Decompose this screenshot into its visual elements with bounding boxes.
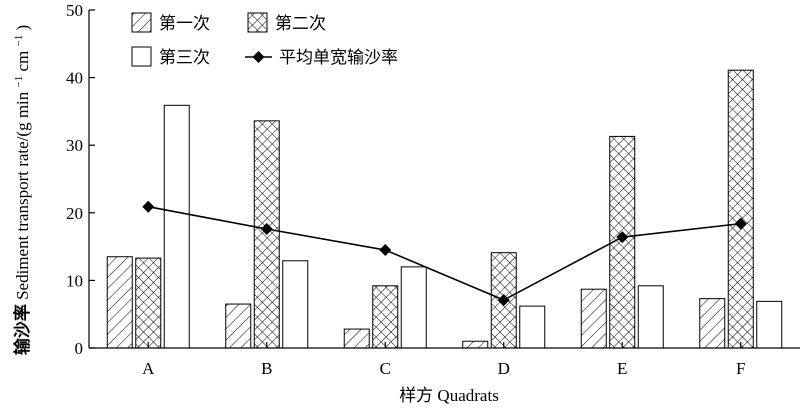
- average-point-B: [260, 223, 273, 236]
- legend-label-average-line: 平均单宽输沙率: [279, 48, 398, 68]
- bar-series-1-E: [580, 288, 607, 349]
- x-tick-label-A: A: [142, 359, 155, 378]
- x-tick-label-E: E: [617, 359, 627, 378]
- y-tick-label: 20: [66, 204, 83, 223]
- legend-diamond-marker: [252, 51, 265, 63]
- legend-swatch-series-2: [247, 12, 268, 33]
- legend-label-series-3: 第三次: [159, 48, 210, 68]
- bar-series-3-B: [282, 260, 309, 349]
- average-point-F: [734, 217, 747, 230]
- legend-label-series-2: 第二次: [275, 14, 326, 34]
- average-point-D: [497, 294, 510, 307]
- bar-series-3-D: [519, 305, 546, 349]
- bar-series-3-E: [637, 285, 664, 349]
- bar-series-3-A: [163, 104, 190, 349]
- bar-series-1-B: [225, 303, 252, 349]
- y-tick-label: 30: [66, 136, 83, 155]
- x-axis-label: 样方 Quadrats: [399, 386, 499, 405]
- legend-swatch-series-1: [131, 12, 152, 33]
- x-tick-label-D: D: [498, 359, 510, 378]
- bar-series-1-F: [699, 298, 726, 349]
- bar-series-3-C: [400, 266, 427, 349]
- y-tick-label: 40: [66, 69, 83, 88]
- average-line-group: [142, 200, 747, 307]
- y-axis-label: 输沙率 Sediment transport rate/(g min −1 cm…: [12, 25, 33, 355]
- y-tick-label: 10: [66, 271, 83, 290]
- legend: 第一次 第二次 第三次 平均单宽输沙率: [131, 12, 398, 68]
- bars-group: [106, 69, 783, 349]
- bar-series-3-F: [756, 300, 783, 349]
- bar-series-2-A: [135, 257, 162, 349]
- bar-series-1-C: [343, 328, 370, 349]
- y-tick-label: 0: [75, 339, 84, 358]
- average-line: [148, 205, 741, 301]
- legend-swatch-series-3: [131, 46, 152, 67]
- y-tick-label: 50: [66, 1, 83, 20]
- average-point-E: [616, 231, 629, 244]
- x-tick-label-F: F: [736, 359, 745, 378]
- bar-series-1-A: [106, 256, 133, 349]
- average-point-A: [142, 200, 155, 213]
- x-tick-label-B: B: [261, 359, 272, 378]
- axes-group: 0 10 20 30 40 50A B C D E F: [66, 1, 800, 378]
- bar-series-1-D: [462, 340, 489, 349]
- bar-series-2-C: [372, 285, 399, 349]
- x-tick-label-C: C: [380, 359, 391, 378]
- average-point-C: [379, 243, 392, 256]
- legend-label-series-1: 第一次: [159, 14, 210, 34]
- bar-series-2-F: [727, 69, 754, 349]
